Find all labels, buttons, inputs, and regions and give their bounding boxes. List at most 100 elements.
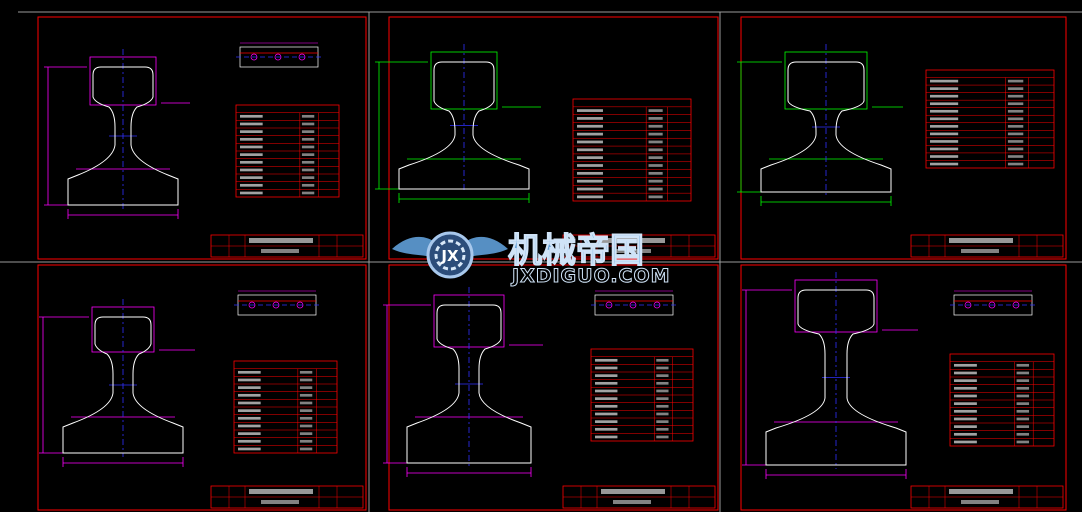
- table-cell-text-mark: [930, 117, 959, 121]
- table-cell-value-mark: [301, 160, 315, 164]
- table-cell-text-mark: [577, 179, 603, 183]
- table-cell-value-mark: [301, 191, 315, 195]
- table-cell-value-mark: [648, 164, 663, 167]
- table-cell-value-mark: [1007, 109, 1024, 113]
- table-cell-value-mark: [648, 148, 663, 152]
- table-cell-value-mark: [299, 401, 313, 405]
- sheet-4: [37, 264, 367, 511]
- table-cell-value-mark: [299, 439, 313, 443]
- table-cell-text-mark: [954, 409, 977, 413]
- table-cell-value-mark: [1007, 102, 1024, 106]
- table-cell-text-mark: [930, 132, 959, 136]
- watermark-logo-letters: JX: [440, 247, 459, 265]
- table-cell-text-mark: [577, 156, 603, 160]
- table-cell-text-mark: [577, 109, 603, 112]
- title-block-text-mark: [249, 489, 313, 494]
- table-cell-value-mark: [1016, 371, 1030, 375]
- table-cell-value-mark: [648, 124, 663, 128]
- table-cell-value-mark: [648, 140, 663, 144]
- table-cell-text-mark: [577, 171, 603, 175]
- sheet-frame: [740, 264, 1067, 511]
- sheet-2: [375, 16, 719, 260]
- table-cell-value-mark: [301, 153, 315, 156]
- table-cell-value-mark: [299, 432, 313, 435]
- title-block-text-mark: [949, 489, 1013, 494]
- rail-profile: [398, 61, 530, 190]
- table-cell-value-mark: [299, 416, 313, 420]
- table-cell-text-mark: [595, 366, 618, 370]
- table-cell-value-mark: [648, 156, 663, 160]
- table-cell-value-mark: [656, 381, 669, 385]
- table-cell-text-mark: [930, 87, 959, 90]
- table-cell-value-mark: [648, 109, 663, 112]
- table-cell-text-mark: [238, 386, 261, 389]
- table-cell-text-mark: [595, 420, 618, 423]
- table-cell-text-mark: [240, 122, 263, 126]
- table-cell-value-mark: [656, 435, 669, 439]
- title-block-text-mark: [961, 500, 999, 504]
- title-block-text-mark: [613, 500, 651, 504]
- table-cell-value-mark: [1007, 147, 1024, 151]
- table-cell-text-mark: [238, 401, 261, 405]
- detail-view: [950, 290, 1036, 316]
- table-cell-value-mark: [299, 447, 313, 451]
- table-cell-value-mark: [299, 393, 313, 397]
- table-cell-value-mark: [1007, 132, 1024, 136]
- watermark-logo-icon: JX: [392, 231, 508, 279]
- bolt-hole-2: [629, 301, 637, 309]
- table-cell-value-mark: [1016, 440, 1030, 444]
- table-cell-text-mark: [930, 109, 959, 113]
- sheet-frame: [37, 264, 367, 511]
- table-cell-text-mark: [240, 183, 263, 187]
- table-cell-text-mark: [240, 168, 263, 172]
- table-cell-text-mark: [240, 191, 263, 195]
- property-table: [235, 104, 340, 198]
- property-table: [590, 348, 694, 442]
- table-cell-value-mark: [301, 168, 315, 172]
- title-block: [210, 234, 364, 258]
- table-cell-text-mark: [240, 145, 263, 149]
- sheet-5: [383, 264, 719, 511]
- table-cell-text-mark: [595, 435, 618, 439]
- table-cell-value-mark: [301, 176, 315, 179]
- table-cell-value-mark: [299, 409, 313, 412]
- table-cell-value-mark: [1016, 394, 1030, 398]
- table-cell-text-mark: [577, 164, 603, 167]
- table-cell-text-mark: [595, 404, 618, 408]
- table-border: [925, 69, 1055, 169]
- table-cell-value-mark: [1016, 379, 1030, 382]
- watermark: JX 机械帝国 JXDIGUO.COM: [392, 230, 670, 288]
- table-border: [572, 98, 692, 202]
- sheet-3: [737, 16, 1067, 260]
- table-cell-text-mark: [954, 379, 977, 382]
- table-cell-value-mark: [648, 187, 663, 191]
- table-cell-text-mark: [930, 162, 959, 166]
- table-cell-text-mark: [954, 386, 977, 390]
- table-cell-text-mark: [930, 79, 959, 83]
- title-block-text-mark: [261, 500, 299, 504]
- sheet-6: [740, 264, 1067, 511]
- rail-profile: [765, 289, 907, 466]
- table-cell-text-mark: [238, 424, 261, 428]
- property-table: [949, 353, 1055, 447]
- title-block-text-mark: [961, 249, 999, 253]
- table-cell-text-mark: [238, 393, 261, 397]
- title-block-text-mark: [601, 489, 665, 494]
- table-cell-value-mark: [301, 130, 315, 133]
- table-cell-text-mark: [238, 447, 261, 451]
- table-cell-text-mark: [930, 94, 959, 98]
- table-cell-value-mark: [656, 358, 669, 362]
- table-cell-value-mark: [301, 183, 315, 187]
- table-cell-text-mark: [577, 187, 603, 191]
- table-cell-text-mark: [930, 140, 959, 143]
- bolt-hole-3: [653, 301, 661, 309]
- table-cell-value-mark: [1016, 425, 1030, 428]
- table-cell-text-mark: [240, 176, 263, 179]
- table-cell-value-mark: [301, 114, 315, 118]
- table-cell-value-mark: [648, 132, 663, 136]
- table-cell-text-mark: [930, 102, 959, 106]
- title-block-text-mark: [261, 249, 299, 253]
- table-cell-value-mark: [301, 145, 315, 149]
- title-block: [562, 234, 716, 258]
